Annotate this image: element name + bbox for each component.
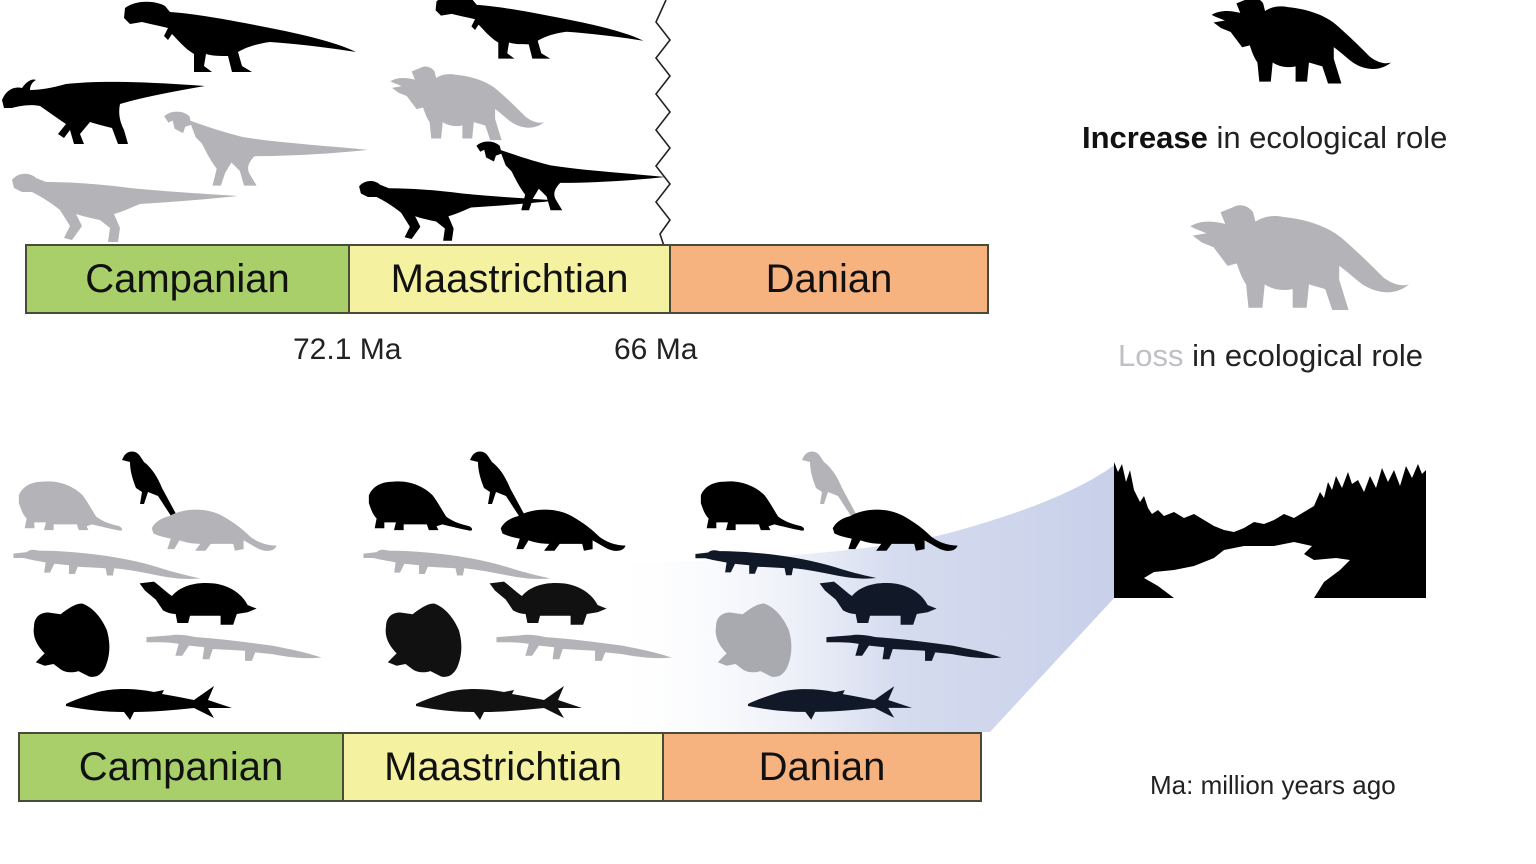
period-danian: Danian (662, 734, 980, 800)
tyrannosaur-silhouette-increase (120, 0, 360, 80)
frog-silhouette-loss (704, 600, 808, 680)
crocodilian-silhouette-increase (812, 632, 1016, 666)
period-danian: Danian (669, 246, 987, 312)
bottom-timeline: Campanian Maastrichtian Danian (18, 732, 982, 802)
sturgeon-silhouette-increase (414, 682, 584, 722)
period-label: Maastrichtian (384, 744, 622, 789)
mammal-silhouette-increase (696, 476, 814, 534)
period-label: Campanian (78, 744, 284, 789)
frog-silhouette-increase (372, 600, 480, 680)
legend-increase-text: Increase in ecological role (1082, 120, 1448, 155)
turtle-silhouette-increase (482, 578, 616, 632)
frog-silhouette-increase (20, 600, 128, 680)
period-label: Danian (758, 744, 886, 789)
mammal-silhouette-increase (364, 476, 482, 534)
loss-keyword: Loss (1118, 338, 1184, 373)
tyrannosaur-silhouette-increase (432, 0, 647, 66)
sturgeon-silhouette-increase (64, 682, 234, 722)
boundary-label-66-ma: 66 Ma (614, 333, 698, 366)
footnote-ma-definition: Ma: million years ago (1150, 770, 1396, 800)
top-timeline: Campanian Maastrichtian Danian (25, 244, 989, 314)
turtle-silhouette-increase (812, 578, 946, 632)
top-panel: Campanian Maastrichtian Danian 72.1 Ma 6… (0, 0, 1000, 380)
boundary-label-72-1-ma: 72.1 Ma (293, 333, 402, 366)
triceratops-icon-loss (1155, 196, 1435, 324)
period-maastrichtian: Maastrichtian (348, 246, 669, 312)
bottom-panel: Campanian Maastrichtian Danian (0, 440, 1440, 820)
period-label: Maastrichtian (390, 256, 629, 301)
mammal-silhouette-loss (14, 476, 132, 534)
period-label: Campanian (85, 256, 290, 301)
period-maastrichtian: Maastrichtian (342, 734, 662, 800)
ceratopsian-silhouette-loss (378, 60, 550, 150)
period-campanian: Campanian (20, 734, 342, 800)
ornithopod-silhouette-loss (10, 168, 240, 248)
habitat-zoom-wedge (380, 464, 1116, 732)
increase-keyword: Increase (1082, 120, 1208, 155)
period-label: Danian (765, 256, 893, 301)
legend-loss-text: Loss in ecological role (1118, 338, 1424, 373)
river-forest-landscape-image (1114, 462, 1426, 598)
crocodilian-silhouette-loss (134, 632, 334, 666)
sturgeon-silhouette-increase (746, 682, 914, 722)
crocodilian-silhouette-loss (484, 632, 684, 666)
extinction-boundary-zigzag (654, 0, 672, 246)
period-campanian: Campanian (27, 246, 348, 312)
ornithopod-silhouette-increase (348, 176, 568, 246)
turtle-silhouette-increase (132, 578, 266, 632)
triceratops-icon-increase (1155, 0, 1440, 95)
legend: Increase in ecological role Loss in ecol… (1060, 0, 1536, 400)
